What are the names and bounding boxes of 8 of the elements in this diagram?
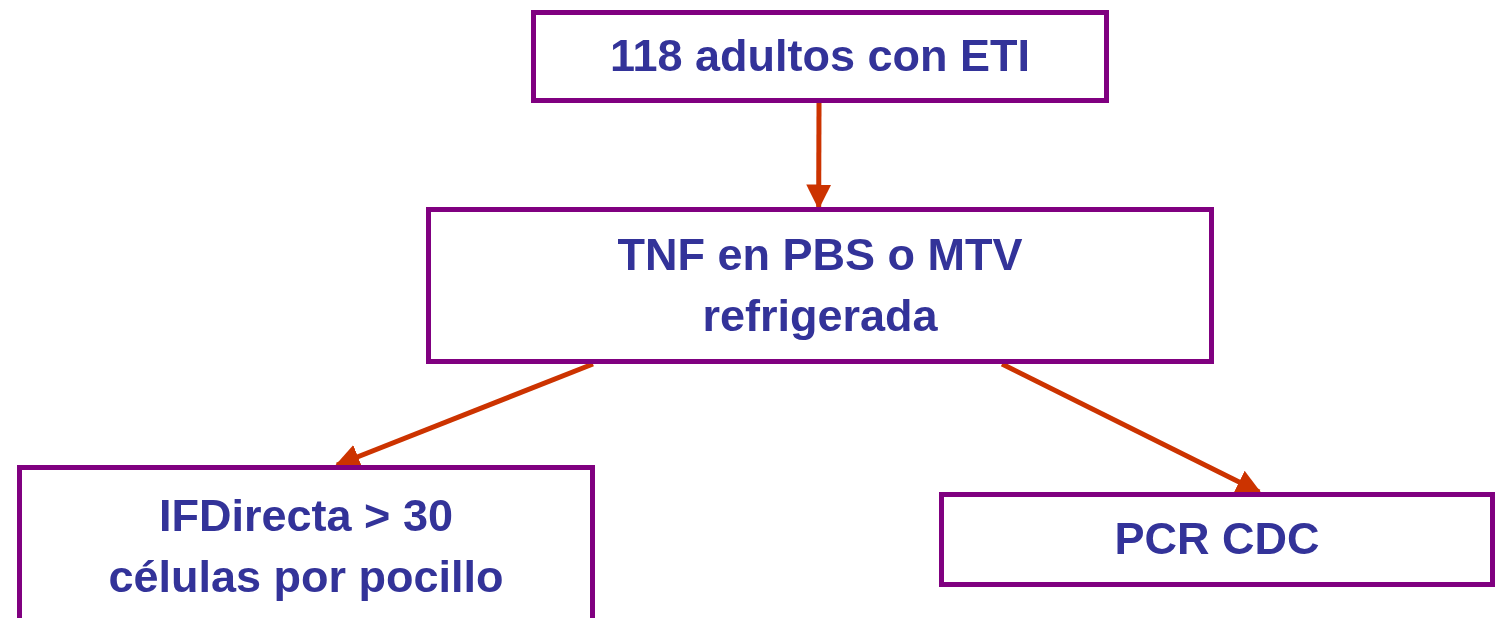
box-label: TNF en PBS o MTV refrigerada: [616, 227, 1024, 343]
box-label: 118 adultos con ETI: [609, 29, 1031, 84]
box-label: IFDirecta > 30 células por pocillo: [107, 489, 505, 604]
process-box: [17, 465, 595, 618]
process-box: [531, 10, 1109, 103]
process-box: [426, 207, 1214, 364]
box-label: PCR CDC: [1114, 512, 1320, 567]
process-box: [939, 492, 1495, 587]
